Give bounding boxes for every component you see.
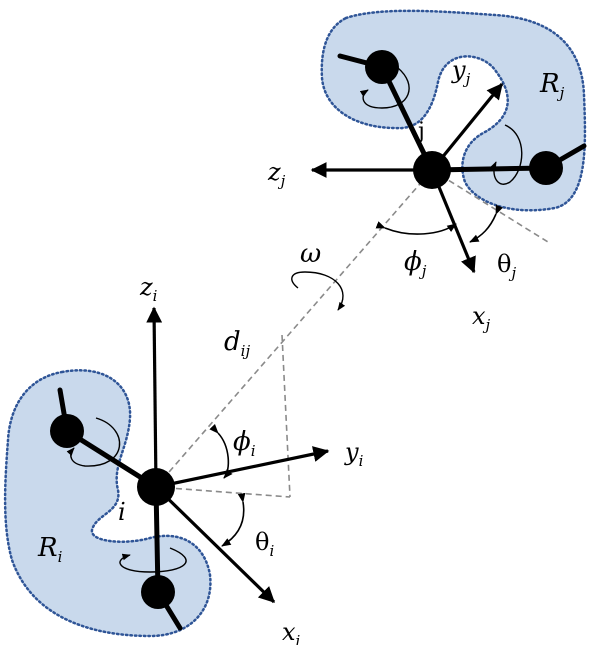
omega-rotation-arrow [291,271,346,311]
atom-i-upper [50,414,84,448]
atom-i-center [137,468,175,506]
phi-i-label: ϕi [233,427,256,460]
axis-x-i-label: xi [282,618,301,645]
center-i-label: i [118,498,126,526]
theta-i-arc [221,492,246,547]
center-j-label: j [415,119,425,144]
axis-z-i-label: zi [139,273,158,305]
atoms [50,50,563,609]
atom-j-upper [365,50,399,84]
axis-y-i [155,446,330,489]
phi-j-label: ϕj [404,247,427,280]
region-i-label: Ri [37,533,63,566]
atom-j-center [413,151,451,189]
rotation-arrows [66,67,523,573]
angle-arcs [209,204,503,547]
axes-i [146,306,330,604]
theta-j-arc [469,204,503,243]
distance-label: dij [224,327,250,360]
axis-z-i [146,306,163,488]
phi-i-arc [209,424,233,479]
region-i [3,369,212,638]
region-j-label: Rj [539,69,565,102]
axis-y-j-label: yj [451,56,471,88]
axis-x-j-label: xj [472,302,491,334]
atom-j-right [529,151,563,185]
axis-y-i-label: yi [344,438,364,470]
axis-z-j-label: zj [267,158,286,190]
labels: Ri Rj i j zi yi xi zj yj xj ϕi θi ϕj θj … [37,56,565,645]
axis-x-i [154,485,276,604]
theta-i-label: θi [255,528,274,560]
theta-j-label: θj [497,250,516,282]
omega-label: ω [300,239,321,269]
atom-i-lower [141,575,175,609]
phi-j-arc [375,221,457,235]
